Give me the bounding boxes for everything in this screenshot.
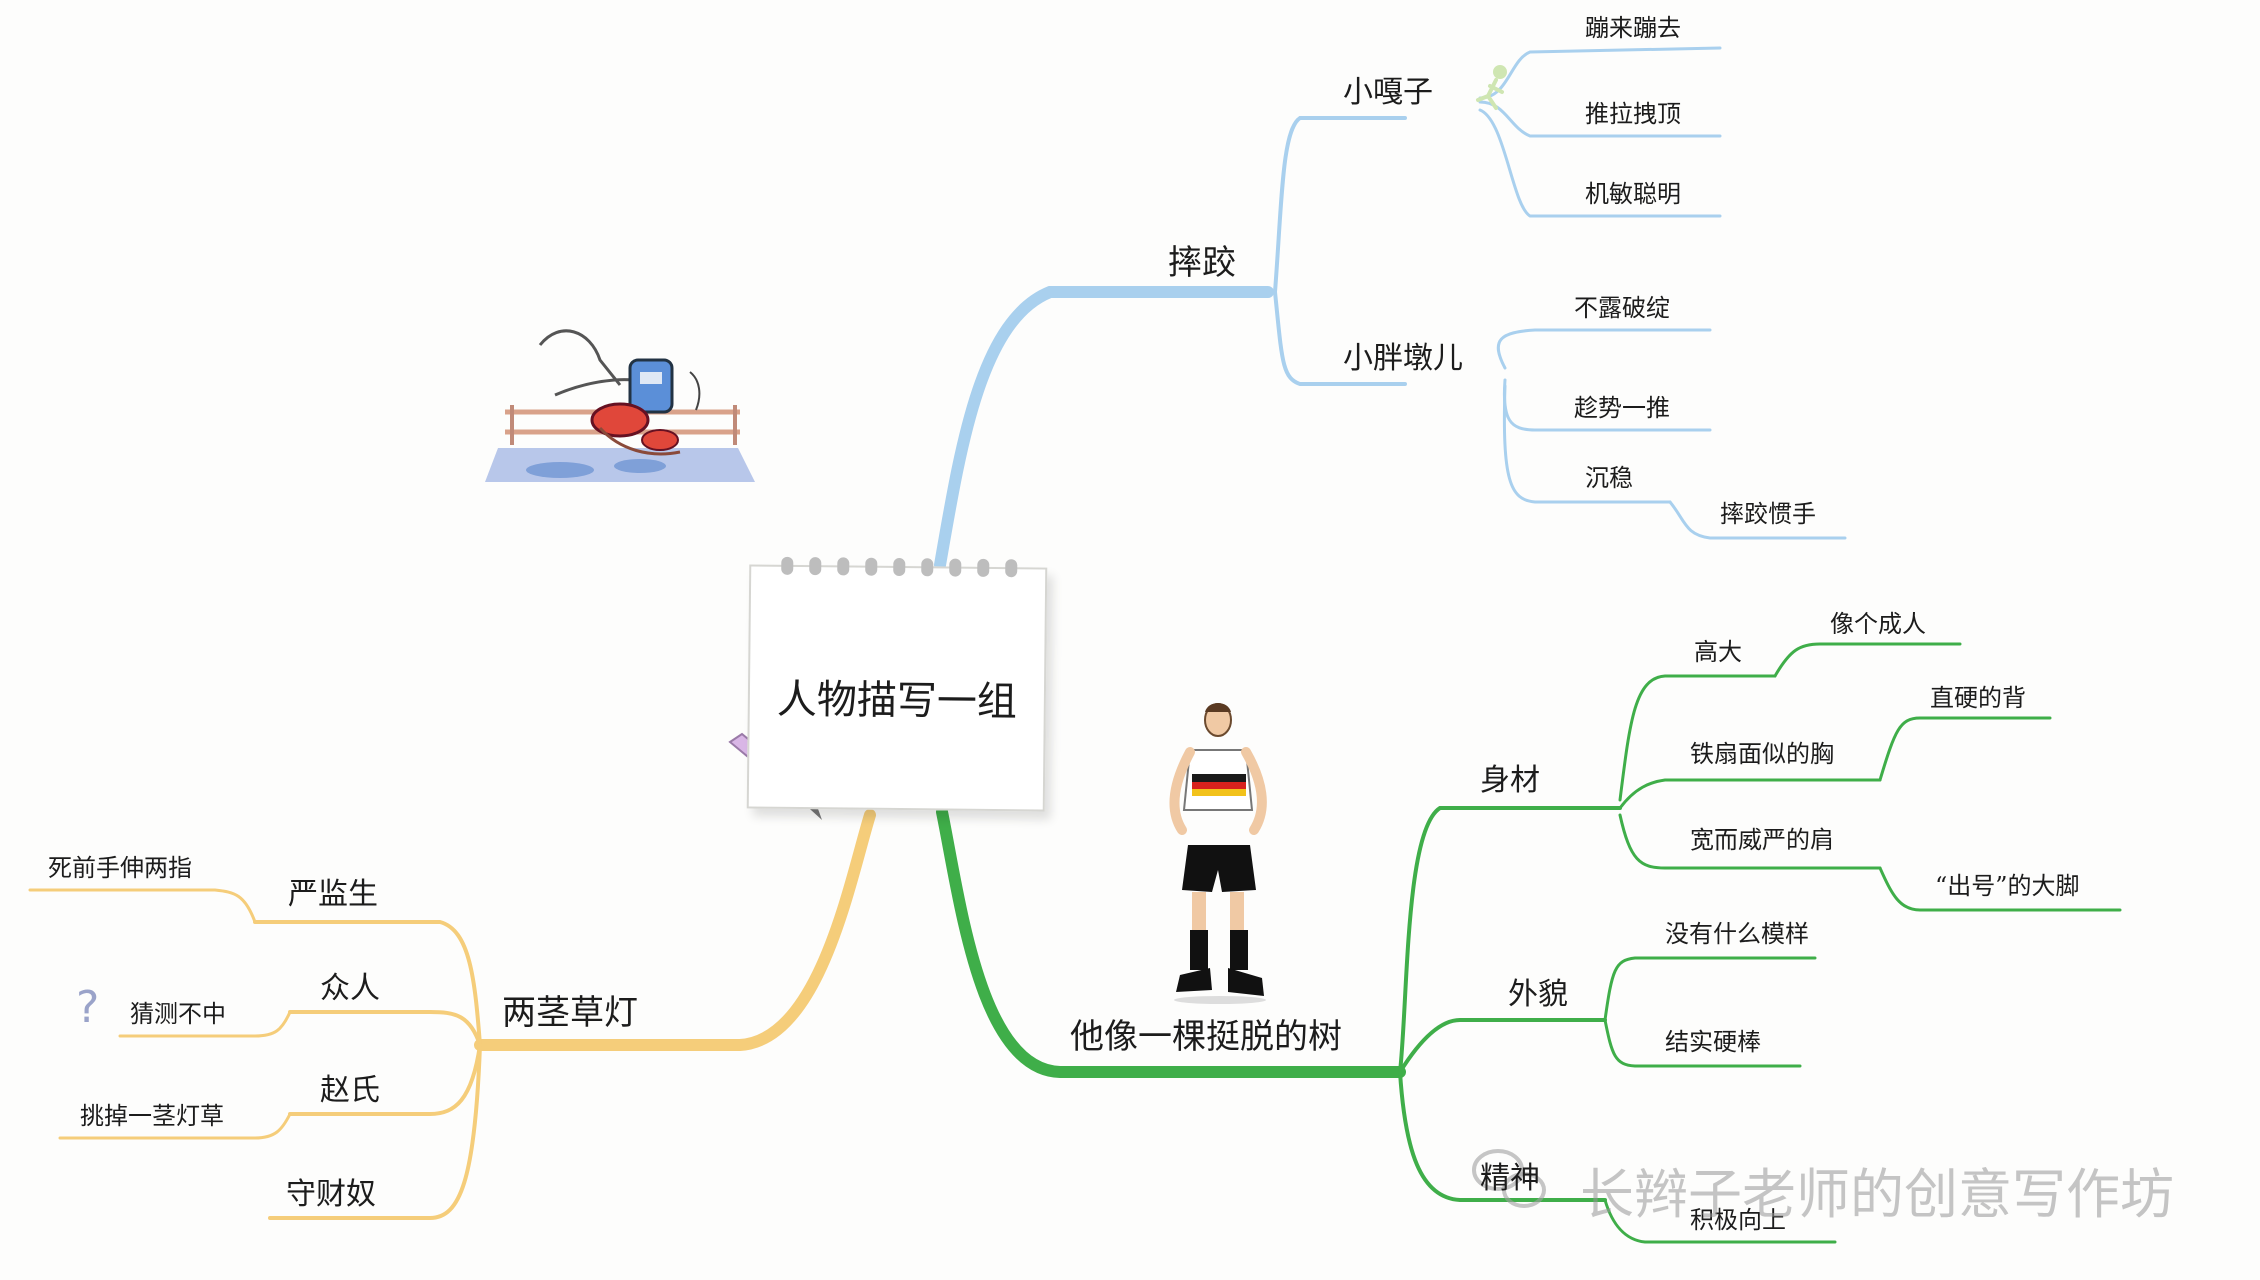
- leaf-build-1-sub: 像个成人: [1830, 610, 1926, 638]
- leaf-xiaopang-3-sub: 摔跤惯手: [1720, 500, 1816, 528]
- node-yan: 严监生: [288, 877, 378, 912]
- branch-tree: 他像一棵挺脱的树: [1070, 1017, 1342, 1057]
- node-looks: 外貌: [1508, 977, 1568, 1012]
- node-build: 身材: [1480, 763, 1540, 798]
- node-xiaopang: 小胖墩儿: [1343, 341, 1463, 376]
- leaf-xiaogazi-2: 推拉拽顶: [1585, 100, 1681, 128]
- node-crowd: 众人: [320, 971, 380, 1006]
- football-player-illustration: [1169, 703, 1267, 1004]
- leaf-xiaopang-3: 沉稳: [1585, 464, 1633, 492]
- leaf-spirit-1: 积极向上: [1690, 1206, 1786, 1234]
- watermark-text: 长辫子老师的创意写作坊: [1580, 1163, 2174, 1226]
- leaf-build-1: 高大: [1694, 638, 1742, 666]
- node-spirit: 精神: [1480, 1161, 1540, 1196]
- runner-icon: [1476, 65, 1507, 110]
- leaf-xiaopang-2: 趁势一推: [1574, 394, 1670, 422]
- central-topic-title: 人物描写一组: [776, 676, 1018, 726]
- leaf-looks-1: 没有什么模样: [1665, 920, 1809, 948]
- node-zhao: 赵氏: [320, 1073, 380, 1108]
- node-miser: 守财奴: [286, 1177, 376, 1212]
- leaf-build-3-sub: “出号”的大脚: [1935, 872, 2080, 900]
- leaf-xiaopang-1: 不露破绽: [1574, 294, 1670, 322]
- leaf-build-3: 宽而威严的肩: [1690, 826, 1834, 854]
- branch-wrestling: 摔跤: [1168, 243, 1236, 283]
- leaf-build-2: 铁扇面似的胸: [1690, 740, 1834, 768]
- leaf-xiaogazi-3: 机敏聪明: [1585, 180, 1681, 208]
- branch-lamp: 两茎草灯: [502, 993, 638, 1033]
- question-mark-icon: ?: [76, 982, 100, 1033]
- wrestling-illustration: [485, 329, 755, 482]
- leaf-yan-sub: 死前手伸两指: [48, 854, 192, 882]
- wechat-icon: [1472, 1149, 1546, 1208]
- leaf-build-2-sub: 直硬的背: [1930, 684, 2026, 712]
- leaf-looks-2: 结实硬棒: [1665, 1028, 1761, 1056]
- leaf-zhao-sub: 挑掉一茎灯草: [80, 1102, 224, 1130]
- central-topic-card: 人物描写一组: [746, 556, 1048, 812]
- leaf-crowd-sub: 猜测不中: [130, 1000, 226, 1028]
- node-xiaogazi: 小嘎子: [1343, 75, 1433, 110]
- leaf-xiaogazi-1: 蹦来蹦去: [1585, 14, 1681, 42]
